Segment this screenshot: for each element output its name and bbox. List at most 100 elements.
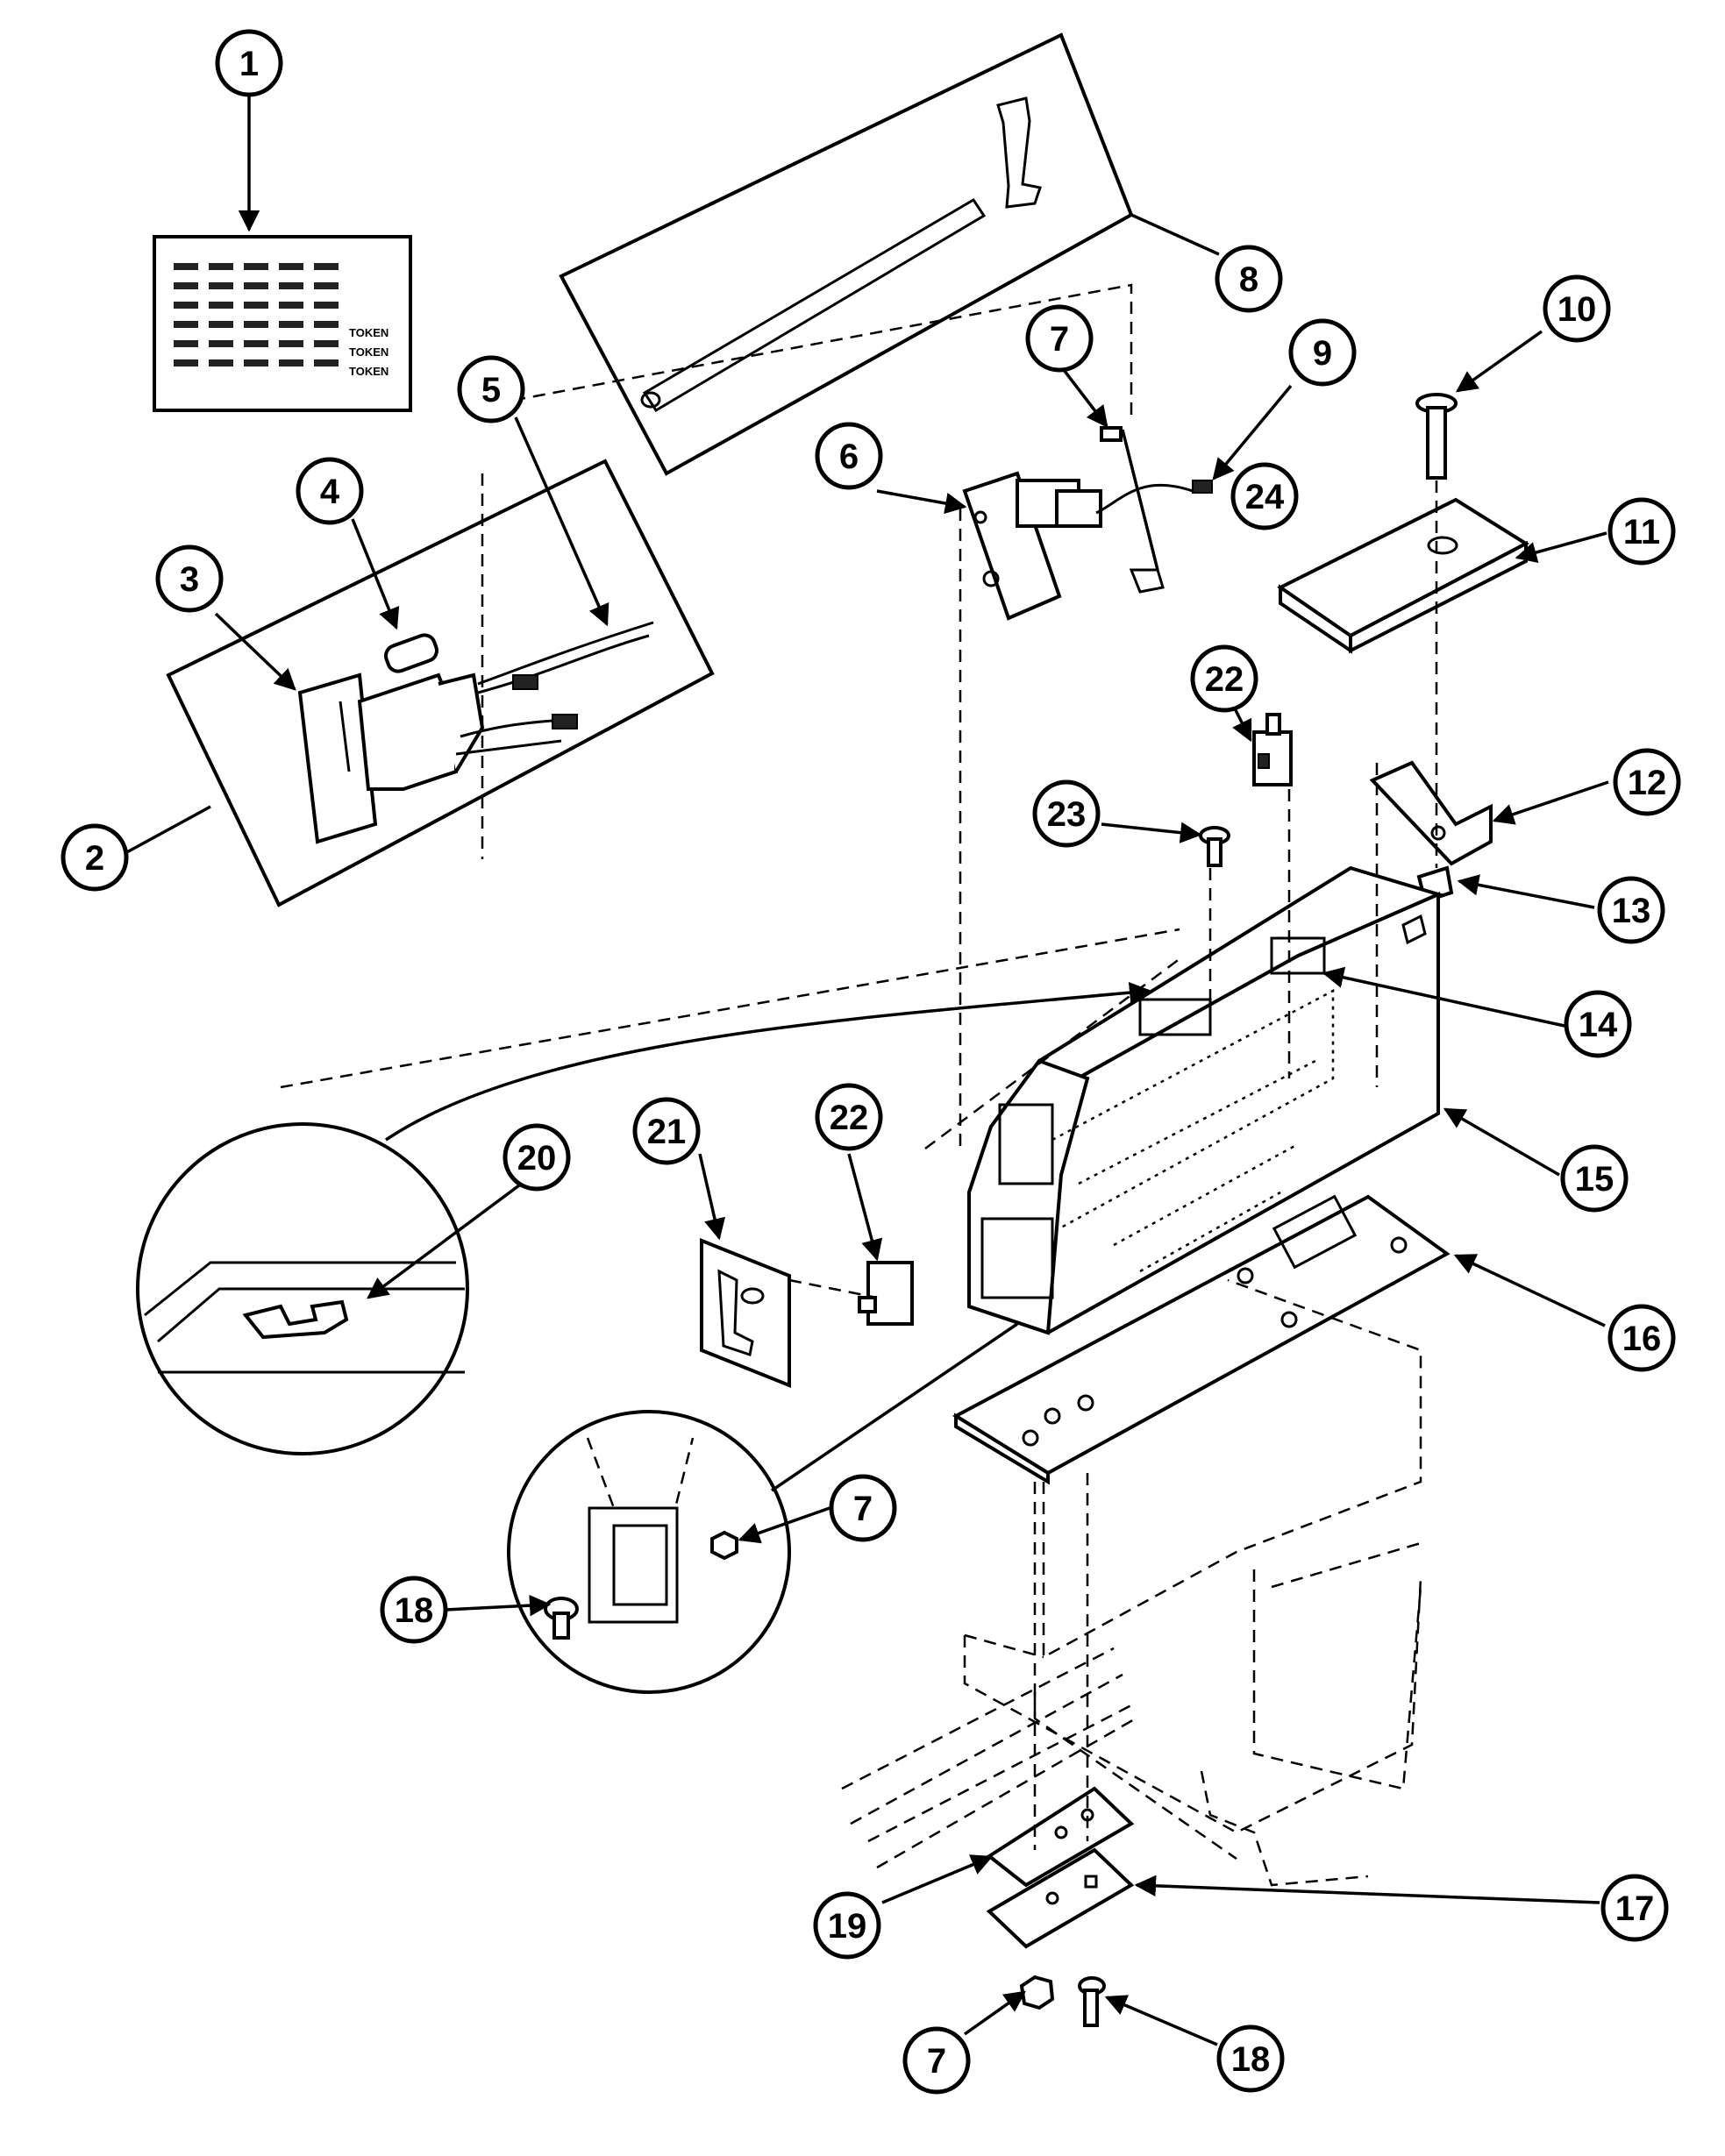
callout-circle	[813, 1891, 881, 1960]
callout-number: 24	[1245, 478, 1285, 516]
callout-10: 10	[1543, 274, 1611, 343]
sheet-line	[279, 359, 303, 366]
sheet-line	[314, 321, 339, 328]
callout-11: 11	[1607, 497, 1676, 566]
callout-circle	[1543, 274, 1611, 343]
sheet-line	[174, 302, 198, 309]
callout-circle	[1607, 497, 1676, 566]
callout-18: 18	[1216, 2024, 1285, 2093]
callout-circle	[829, 1474, 897, 1542]
part-11-tray	[1277, 497, 1530, 654]
callout-number: 10	[1557, 290, 1597, 329]
sheet-line	[209, 359, 233, 366]
part-23-screw	[1199, 826, 1230, 867]
callout-number: 4	[320, 473, 340, 511]
callout-circle	[503, 1123, 571, 1192]
sheet-line	[244, 282, 268, 289]
sheet-line	[174, 359, 198, 366]
callout-circle	[1288, 318, 1357, 387]
part-2-assembly-panel	[166, 459, 715, 907]
callout-circle	[296, 457, 364, 525]
sheet-line	[279, 302, 303, 309]
callout-circle	[1215, 245, 1283, 313]
callout-number: 2	[85, 839, 104, 878]
callout-number: 7	[927, 2042, 946, 2081]
callout-number: 7	[853, 1490, 873, 1528]
callout-number: 6	[839, 438, 859, 476]
callout-circle	[632, 1097, 701, 1165]
callout-number: 23	[1047, 795, 1087, 834]
sheet-line	[174, 282, 198, 289]
detail-circle-20	[136, 1122, 469, 1455]
callout-2: 2	[61, 823, 129, 892]
sheet-line	[279, 282, 303, 289]
callout-15: 15	[1560, 1144, 1629, 1213]
part-12-bracket	[1369, 760, 1493, 866]
callout-circle	[1560, 1144, 1629, 1213]
callout-number: 18	[395, 1591, 434, 1630]
sheet-line	[279, 263, 303, 270]
callout-circle	[902, 2026, 971, 2095]
callout-20: 20	[503, 1123, 571, 1192]
callout-number: 11	[1623, 513, 1660, 551]
callout-number: 1	[239, 45, 259, 83]
callout-23: 23	[1032, 779, 1101, 848]
part-22-upper-switch	[1252, 713, 1293, 786]
bottom-nut-7	[1019, 1975, 1055, 2010]
sheet-line	[314, 359, 339, 366]
callout-number: 22	[830, 1099, 869, 1137]
decal-label-1: TOKEN	[349, 326, 388, 339]
callout-circle	[1613, 748, 1681, 816]
callout-circle	[1190, 644, 1258, 713]
callout-number: 12	[1628, 764, 1667, 802]
callout-5: 5	[457, 355, 525, 423]
part-1-label-sheet: TOKEN TOKEN TOKEN	[153, 235, 412, 412]
sheet-line	[209, 340, 233, 347]
callout-number: 8	[1239, 260, 1258, 299]
part-10-screw	[1415, 393, 1458, 480]
callout-24: 24	[1230, 462, 1299, 530]
sheet-line	[174, 321, 198, 328]
sheet-line	[314, 302, 339, 309]
part-21-plate	[700, 1238, 791, 1388]
callout-number: 14	[1579, 1006, 1618, 1044]
leader-lines	[113, 96, 1609, 2046]
callout-number: 16	[1622, 1320, 1662, 1358]
callout-circle	[155, 544, 224, 613]
callout-circle	[1607, 1304, 1676, 1372]
callout-number: 18	[1231, 2040, 1271, 2079]
callout-22: 22	[815, 1083, 883, 1151]
sheet-line	[244, 340, 268, 347]
callout-number: 15	[1575, 1160, 1615, 1199]
callout-13: 13	[1597, 876, 1665, 944]
bottom-bolt-18	[1078, 1976, 1106, 2027]
callout-12: 12	[1613, 748, 1681, 816]
sheet-line	[209, 282, 233, 289]
sheet-line	[209, 321, 233, 328]
callout-4: 4	[296, 457, 364, 525]
callout-circle	[1597, 876, 1665, 944]
callout-number: 5	[481, 371, 501, 409]
callout-circle	[1032, 779, 1101, 848]
callout-7: 7	[1025, 304, 1094, 373]
callout-circle	[1216, 2024, 1285, 2093]
callout-number: 19	[828, 1907, 867, 1946]
sheet-line	[279, 340, 303, 347]
callout-number: 21	[647, 1113, 687, 1151]
callout-6: 6	[815, 422, 883, 490]
callout-circle	[1600, 1874, 1669, 1942]
callout-16: 16	[1607, 1304, 1676, 1372]
callout-number: 20	[517, 1139, 557, 1178]
callout-circle	[215, 29, 283, 97]
part-22-lower-switch	[858, 1261, 914, 1326]
callout-circle	[1564, 990, 1632, 1058]
sheet-line	[244, 263, 268, 270]
cabinet-outline	[841, 1278, 1422, 1887]
sheet-line	[314, 340, 339, 347]
callout-18: 18	[380, 1576, 448, 1644]
sheet-line	[174, 263, 198, 270]
sheet-line	[314, 263, 339, 270]
callout-circle	[815, 1083, 883, 1151]
